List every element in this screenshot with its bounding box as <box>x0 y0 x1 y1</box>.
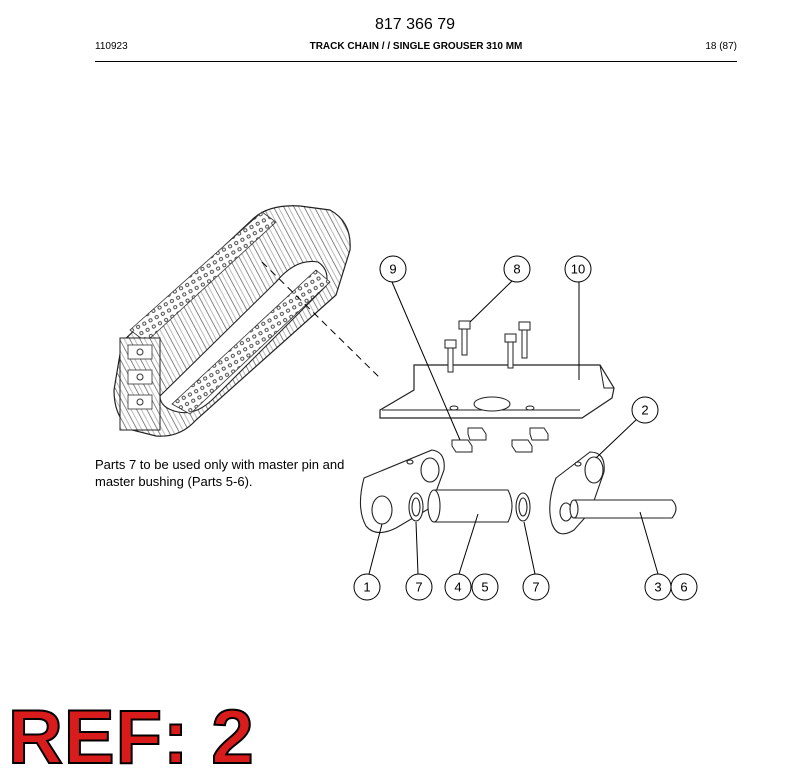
date-code: 110923 <box>95 41 128 52</box>
callout-8: 8 <box>503 255 531 283</box>
svg-text:4: 4 <box>454 580 461 595</box>
svg-text:10: 10 <box>571 262 585 277</box>
detail-leader-line <box>261 261 381 379</box>
right-track-link <box>549 451 605 535</box>
shoe-bolts <box>444 320 531 373</box>
callout-10: 10 <box>564 255 592 283</box>
callout-4: 4 <box>444 573 472 601</box>
ref-label: REF: 2 <box>7 695 255 780</box>
left-track-link <box>359 449 445 534</box>
callout-5: 5 <box>471 573 499 601</box>
document-number: 817 366 79 <box>374 16 456 33</box>
svg-text:5: 5 <box>481 580 488 595</box>
svg-text:3: 3 <box>654 580 661 595</box>
svg-text:2: 2 <box>641 403 648 418</box>
callout-9: 9 <box>379 255 407 283</box>
page-number: 18 (87) <box>705 41 737 52</box>
callout-2: 2 <box>631 396 659 424</box>
callout-3: 3 <box>644 573 672 601</box>
svg-text:6: 6 <box>680 580 687 595</box>
callout-6: 6 <box>670 573 698 601</box>
seal-left <box>408 492 424 522</box>
svg-text:7: 7 <box>532 580 539 595</box>
svg-text:1: 1 <box>363 580 370 595</box>
header-divider <box>95 61 737 62</box>
page-title: TRACK CHAIN / / SINGLE GROUSER 310 MM <box>309 41 523 52</box>
callout-7-left: 7 <box>405 573 433 601</box>
bushing <box>427 489 513 523</box>
track-shoe <box>379 364 615 419</box>
seal-right <box>515 492 531 522</box>
svg-text:7: 7 <box>415 580 422 595</box>
svg-text:8: 8 <box>513 262 520 277</box>
track-pin <box>569 499 677 519</box>
track-chain-illustration <box>113 205 351 437</box>
callout-leaders <box>368 280 659 575</box>
svg-text:9: 9 <box>389 262 396 277</box>
master-pin-note: Parts 7 to be used only with master pin … <box>95 457 345 489</box>
callout-1: 1 <box>353 573 381 601</box>
callout-7-right: 7 <box>522 573 550 601</box>
shoe-nuts <box>451 427 549 453</box>
